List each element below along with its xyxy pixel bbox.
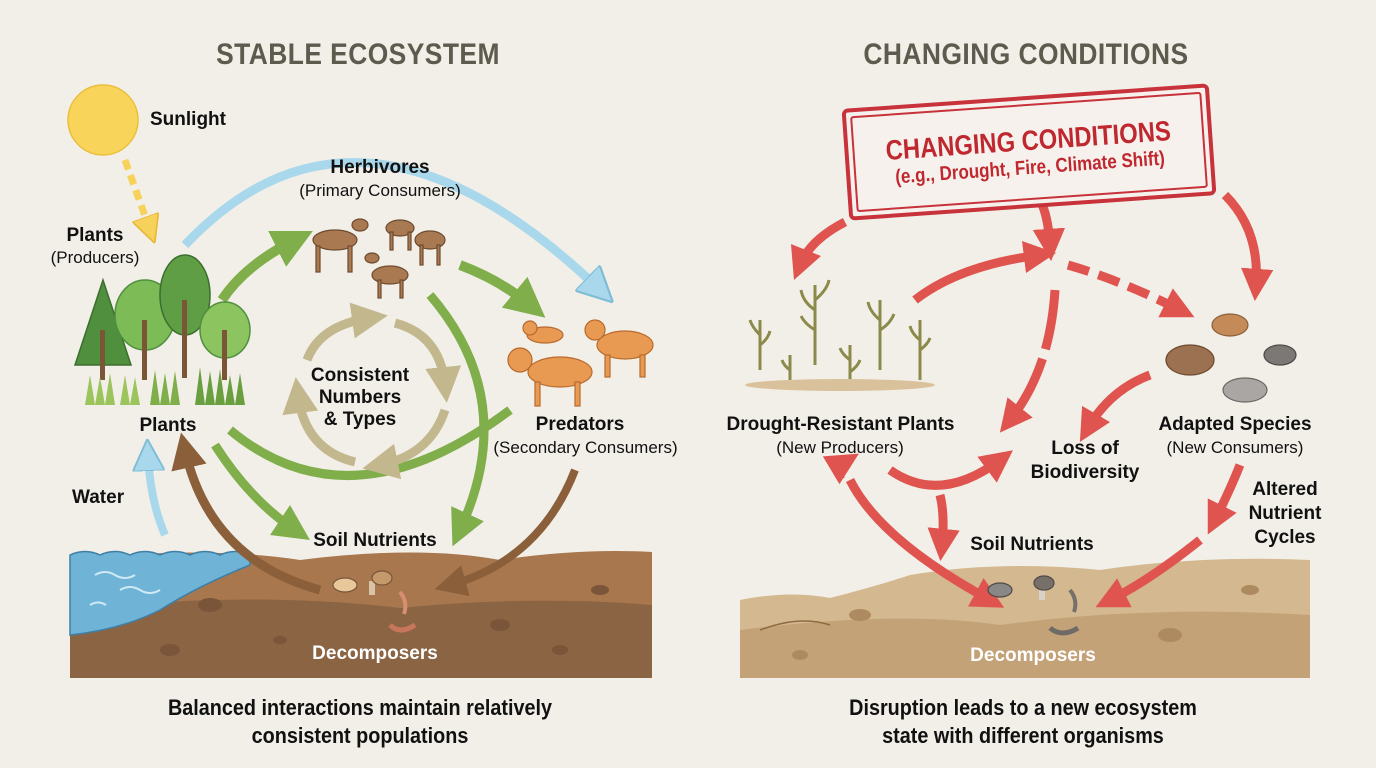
altered-line-3: Cycles: [1254, 527, 1316, 548]
adapted-species-label: Adapted Species: [1158, 414, 1312, 435]
decomposers-illustration-right: [987, 575, 1080, 636]
plants-producers-label: Plants: [66, 225, 124, 246]
right-caption-line-2: state with different organisms: [882, 723, 1164, 748]
predators-sub: (Secondary Consumers): [493, 438, 678, 457]
altered-line-2: Nutrient: [1248, 503, 1322, 524]
decomposers-illustration-left: [332, 570, 417, 633]
plants-producers-sub: (Producers): [50, 248, 140, 267]
left-caption-line-1: Balanced interactions maintain relativel…: [167, 695, 553, 720]
adapted-species-illustration: [1165, 313, 1297, 403]
loss-biodiversity-label: Loss of Biodiversity: [1020, 437, 1150, 485]
right-caption-line-1: Disruption leads to a new ecosystem: [849, 695, 1197, 720]
water-arrow: [148, 455, 169, 537]
drought-plants-illustration: [745, 279, 935, 391]
plants-illustration: [73, 254, 251, 405]
water-label: Water: [72, 487, 125, 508]
herbivores-illustration: [312, 218, 446, 299]
sun-icon: [67, 84, 139, 156]
cycle-line-2: Numbers: [318, 387, 402, 408]
cycle-center-label: Consistent Numbers & Types: [310, 365, 410, 431]
herbivores-label: Herbivores: [330, 157, 430, 178]
left-caption-line-2: consistent populations: [251, 723, 469, 748]
disruption-arrows: [790, 191, 1274, 608]
predators-illustration: [507, 319, 654, 407]
sunlight-label: Sunlight: [150, 109, 226, 130]
decomposers-label-right: Decomposers: [970, 645, 1096, 666]
cycle-line-3: & Types: [323, 409, 397, 430]
predators-label: Predators: [535, 414, 625, 435]
left-water: [69, 550, 251, 636]
left-panel-title: STABLE ECOSYSTEM: [216, 38, 500, 71]
cycle-line-1: Consistent: [310, 365, 410, 386]
right-caption: Disruption leads to a new ecosystem stat…: [798, 694, 1248, 750]
soil-nutrients-label-left: Soil Nutrients: [313, 530, 437, 551]
drought-plants-sub: (New Producers): [776, 438, 904, 457]
altered-line-1: Altered: [1252, 479, 1318, 500]
plants-label: Plants: [139, 415, 197, 436]
cycle-arrows: [282, 302, 462, 480]
right-panel-title: CHANGING CONDITIONS: [863, 38, 1189, 71]
loss-line-2: Biodiversity: [1030, 462, 1140, 483]
drought-plants-label: Drought-Resistant Plants: [726, 414, 955, 435]
adapted-species-sub: (New Consumers): [1166, 438, 1304, 457]
sunlight-energy-arrow: [181, 158, 600, 290]
loss-line-1: Loss of: [1051, 438, 1119, 459]
soil-nutrients-label-right: Soil Nutrients: [970, 534, 1094, 555]
left-caption: Balanced interactions maintain relativel…: [135, 694, 585, 750]
herbivores-sub: (Primary Consumers): [299, 181, 461, 200]
decomposers-label-left: Decomposers: [312, 643, 438, 664]
right-soil: [740, 558, 1310, 678]
altered-nutrient-cycles-label: Altered Nutrient Cycles: [1240, 478, 1330, 550]
left-soil: [70, 551, 652, 678]
